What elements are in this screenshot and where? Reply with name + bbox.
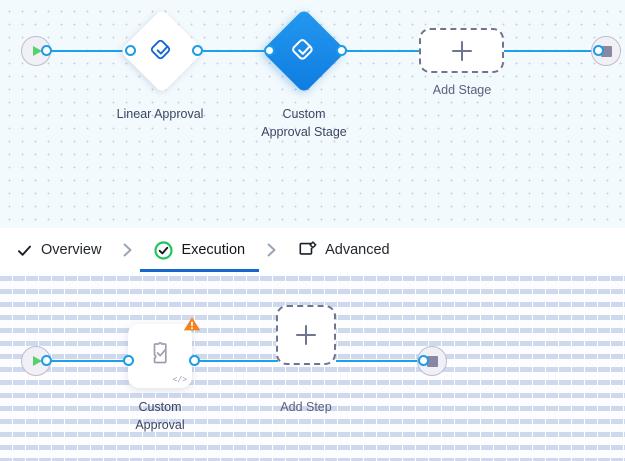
tab-advanced-label: Advanced: [325, 242, 390, 258]
plus-icon: [451, 40, 472, 61]
edge-start-to-custom-approval: [46, 360, 136, 362]
port-step-start-out[interactable]: [41, 355, 52, 366]
stop-icon: [600, 45, 612, 57]
check-icon: [16, 242, 33, 259]
stage-node-custom-approval-stage[interactable]: [261, 8, 347, 94]
code-snippet-icon: </>: [172, 376, 187, 385]
port-custom-approval-out[interactable]: [189, 355, 200, 366]
step-node-custom-approval[interactable]: </>: [128, 317, 201, 388]
warning-triangle-icon[interactable]: [182, 315, 202, 338]
card-gear-icon: [298, 241, 317, 259]
step-flow-canvas[interactable]: </> Custom Approval Add Step: [0, 272, 625, 461]
port-stage-end-in[interactable]: [593, 45, 604, 56]
tab-overview[interactable]: Overview: [14, 228, 103, 272]
tab-overview-label: Overview: [41, 242, 102, 258]
port-custom-stage-in[interactable]: [264, 45, 275, 56]
stop-icon: [426, 355, 438, 367]
port-step-end-in[interactable]: [418, 355, 429, 366]
edge-linear-to-custom-stage: [196, 50, 268, 52]
tab-execution-label: Execution: [181, 242, 246, 258]
add-step-button[interactable]: [276, 305, 336, 365]
edge-start-to-linear-approval: [46, 50, 130, 52]
tab-advanced[interactable]: Advanced: [296, 228, 392, 272]
port-linear-approval-out[interactable]: [192, 45, 203, 56]
approval-diamond-check-icon: [289, 36, 319, 66]
add-step-label: Add Step: [280, 400, 332, 414]
plus-icon: [296, 325, 316, 345]
section-tabs: Overview Execution: [0, 228, 625, 272]
stage-node-linear-approval[interactable]: [119, 8, 205, 94]
port-stage-start-out[interactable]: [41, 45, 52, 56]
add-stage-label: Add Stage: [432, 83, 492, 97]
approval-diamond-check-icon: [148, 37, 176, 65]
edge-custom-approval-to-add-step: [194, 360, 278, 362]
port-linear-approval-in[interactable]: [125, 45, 136, 56]
stage-label-linear-approval: Linear Approval: [116, 107, 204, 121]
edge-add-step-to-end: [336, 360, 422, 362]
play-icon: [33, 356, 42, 366]
step-end-node[interactable]: [417, 346, 447, 376]
check-circle-icon: [154, 240, 174, 260]
port-custom-approval-in[interactable]: [123, 355, 134, 366]
add-stage-button[interactable]: [419, 28, 504, 73]
chevron-right-icon: [247, 242, 296, 258]
port-custom-stage-out[interactable]: [336, 45, 347, 56]
chevron-right-icon: [103, 242, 152, 258]
stage-label-custom-approval-stage: Custom Approval Stage: [261, 107, 347, 139]
stage-start-node[interactable]: [21, 36, 51, 66]
play-icon: [33, 46, 42, 56]
puzzle-check-icon: [145, 339, 175, 374]
step-label-custom-approval: Custom Approval: [135, 400, 185, 432]
stage-flow-canvas[interactable]: Linear Approval Custom Approval Stage Ad…: [0, 0, 625, 228]
tab-execution[interactable]: Execution: [140, 228, 259, 272]
